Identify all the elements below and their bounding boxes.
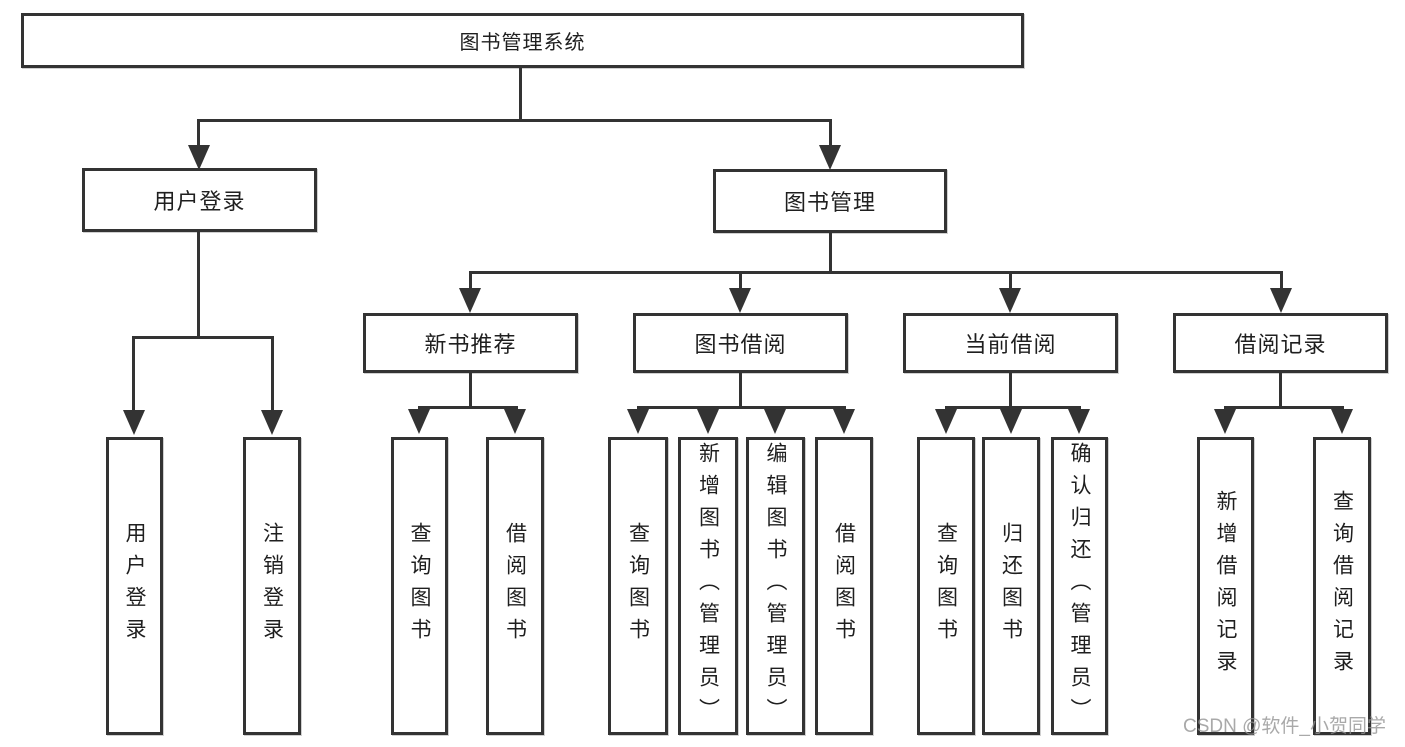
leaf-user-login-label: 用户登录 [123, 522, 146, 650]
connector-book-borrow-rail [637, 406, 846, 409]
connector-user-login-drop-1 [132, 336, 135, 410]
leaf-br-query-record-label: 查询借阅记录 [1330, 490, 1354, 682]
arrowhead-bb-query [627, 409, 649, 434]
leaf-logout-label: 注销登录 [260, 522, 284, 650]
leaf-cb-confirm-return-admin: 确认归还（管理员） [1051, 437, 1108, 735]
node-new-book-recommend: 新书推荐 [363, 313, 578, 373]
leaf-cb-query-books-label: 查询图书 [934, 522, 958, 650]
connector-new-book-stem [469, 373, 472, 409]
leaf-nb-query-books-label: 查询图书 [408, 522, 431, 650]
csdn-watermark: CSDN @软件_小贺同学 [1183, 716, 1386, 737]
leaf-bb-add-books-admin-label: 新增图书（管理员） [696, 442, 720, 730]
arrowhead-book-borrow [729, 288, 751, 313]
node-current-borrow: 当前借阅 [903, 313, 1118, 373]
arrowhead-book-management [819, 145, 841, 170]
arrowhead-cb-confirm [1068, 409, 1090, 434]
connector-root-drop-right [829, 119, 832, 147]
arrowhead-borrow-records [1270, 288, 1292, 313]
leaf-bb-add-books-admin: 新增图书（管理员） [678, 437, 738, 735]
leaf-cb-return-books: 归还图书 [982, 437, 1040, 735]
node-borrow-records: 借阅记录 [1173, 313, 1388, 373]
connector-drop-book-borrow [739, 271, 742, 289]
leaf-br-add-record-label: 新增借阅记录 [1214, 490, 1237, 682]
arrowhead-user-login [188, 145, 210, 170]
leaf-cb-confirm-return-admin-label: 确认归还（管理员） [1068, 442, 1091, 730]
leaf-br-query-record: 查询借阅记录 [1313, 437, 1371, 735]
connector-drop-borrow-records [1280, 271, 1283, 289]
arrowhead-cb-query [935, 409, 957, 434]
leaf-bb-borrow-books: 借阅图书 [815, 437, 873, 735]
leaf-bb-edit-books-admin-label: 编辑图书（管理员） [764, 442, 787, 730]
leaf-nb-borrow-books: 借阅图书 [486, 437, 544, 735]
arrowhead-new-book [459, 288, 481, 313]
leaf-bb-borrow-books-label: 借阅图书 [832, 522, 856, 650]
connector-user-login-stem [197, 232, 200, 338]
leaf-user-login: 用户登录 [106, 437, 163, 735]
leaf-cb-return-books-label: 归还图书 [999, 522, 1023, 650]
node-book-management: 图书管理 [713, 169, 947, 233]
connector-drop-current-borrow [1009, 271, 1012, 289]
connector-current-borrow-rail [945, 406, 1081, 409]
connector-root-stem [519, 68, 522, 121]
arrowhead-nb-query [408, 409, 430, 434]
connector-user-login-drop-2 [271, 336, 274, 410]
arrowhead-nb-borrow [504, 409, 526, 434]
connector-book-mgmt-rail [469, 271, 1283, 274]
leaf-bb-edit-books-admin: 编辑图书（管理员） [746, 437, 805, 735]
node-book-management-label: 图书管理 [783, 190, 876, 215]
connector-current-borrow-stem [1009, 373, 1012, 409]
node-user-login: 用户登录 [82, 168, 317, 232]
node-root: 图书管理系统 [21, 13, 1024, 68]
leaf-bb-query-books-label: 查询图书 [626, 522, 650, 650]
connector-book-borrow-stem [739, 373, 742, 409]
leaf-br-add-record: 新增借阅记录 [1197, 437, 1254, 735]
connector-new-book-rail [418, 406, 518, 409]
node-book-borrow-label: 图书借阅 [694, 332, 787, 357]
connector-borrow-records-rail [1224, 406, 1344, 409]
leaf-nb-borrow-books-label: 借阅图书 [503, 522, 527, 650]
connector-root-rail [197, 119, 832, 122]
arrowhead-cb-return [1000, 409, 1022, 434]
connector-root-drop-left [197, 119, 200, 147]
connector-drop-new-book [469, 271, 472, 289]
arrowhead-login-leaf [123, 410, 145, 435]
connector-book-mgmt-stem [829, 233, 832, 273]
node-new-book-recommend-label: 新书推荐 [424, 332, 517, 357]
arrowhead-bb-borrow [833, 409, 855, 434]
leaf-bb-query-books: 查询图书 [608, 437, 668, 735]
leaf-nb-query-books: 查询图书 [391, 437, 448, 735]
connector-user-login-rail [132, 336, 274, 339]
arrowhead-current-borrow [999, 288, 1021, 313]
node-root-label: 图书管理系统 [459, 32, 586, 54]
arrowhead-br-add [1214, 409, 1236, 434]
arrowhead-br-query [1331, 409, 1353, 434]
leaf-cb-query-books: 查询图书 [917, 437, 975, 735]
connector-borrow-records-stem [1279, 373, 1282, 409]
arrowhead-bb-add [697, 409, 719, 434]
node-borrow-records-label: 借阅记录 [1234, 332, 1327, 357]
node-current-borrow-label: 当前借阅 [964, 332, 1057, 357]
node-book-borrow: 图书借阅 [633, 313, 848, 373]
leaf-logout: 注销登录 [243, 437, 301, 735]
node-user-login-label: 用户登录 [153, 189, 246, 214]
arrowhead-bb-edit [764, 409, 786, 434]
arrowhead-logout-leaf [261, 410, 283, 435]
